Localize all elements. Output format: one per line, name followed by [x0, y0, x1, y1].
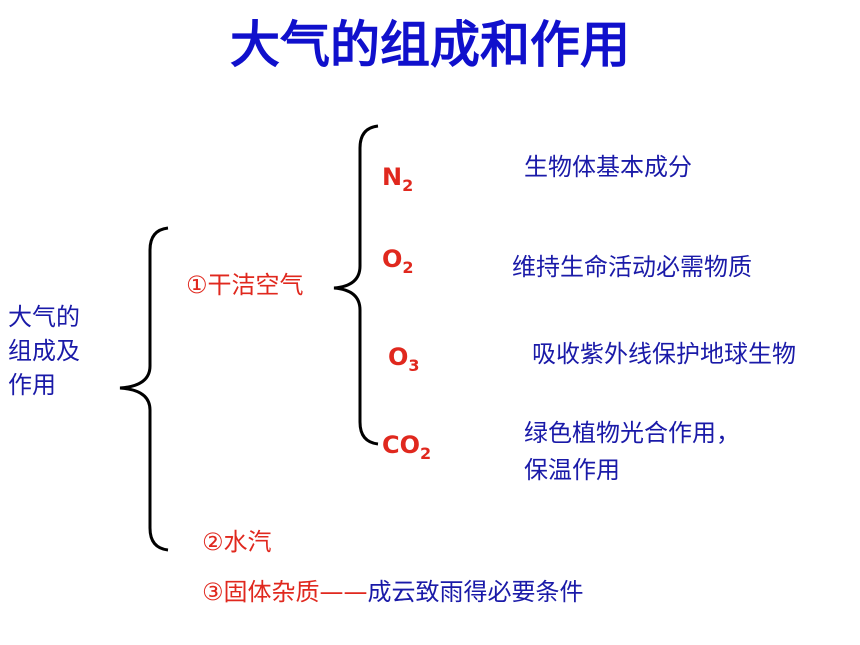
gas-co2-symbol: CO	[382, 431, 421, 459]
gas-n2: N2	[382, 162, 413, 201]
gas-co2: CO2	[382, 430, 431, 469]
impurities-dash: ——	[319, 578, 368, 606]
category-water-vapor: ②水汽	[202, 528, 272, 556]
role-co2-line1: 绿色植物光合作用，	[524, 419, 740, 447]
gas-o2-sub: 2	[402, 258, 414, 277]
gas-o3-sub: 3	[408, 356, 420, 375]
gas-co2-sub: 2	[420, 444, 432, 463]
category-impurities: ③固体杂质——成云致雨得必要条件	[202, 577, 584, 607]
inner-brace	[333, 124, 379, 446]
role-co2-line2: 保温作用	[524, 456, 620, 484]
root-label-line1: 大气的	[8, 303, 80, 331]
gas-o3-symbol: O	[388, 343, 409, 371]
category-dry-air: ①干洁空气	[186, 271, 304, 299]
gas-n2-sub: 2	[402, 176, 414, 195]
role-o2: 维持生命活动必需物质	[512, 253, 752, 281]
gas-o2: O2	[382, 244, 414, 283]
root-label-line2: 组成及	[8, 337, 80, 365]
impurities-label: ③固体杂质	[202, 578, 320, 606]
gas-n2-symbol: N	[382, 163, 403, 191]
page-title: 大气的组成和作用	[230, 16, 630, 74]
gas-o2-symbol: O	[382, 245, 403, 273]
role-o3: 吸收紫外线保护地球生物	[532, 340, 796, 368]
gas-o3: O3	[388, 342, 420, 381]
impurities-desc: 成云致雨得必要条件	[367, 578, 584, 606]
outer-brace	[119, 226, 169, 552]
root-label-line3: 作用	[8, 371, 56, 399]
role-n2: 生物体基本成分	[524, 153, 692, 181]
root-label: 大气的 组成及 作用	[8, 300, 108, 402]
